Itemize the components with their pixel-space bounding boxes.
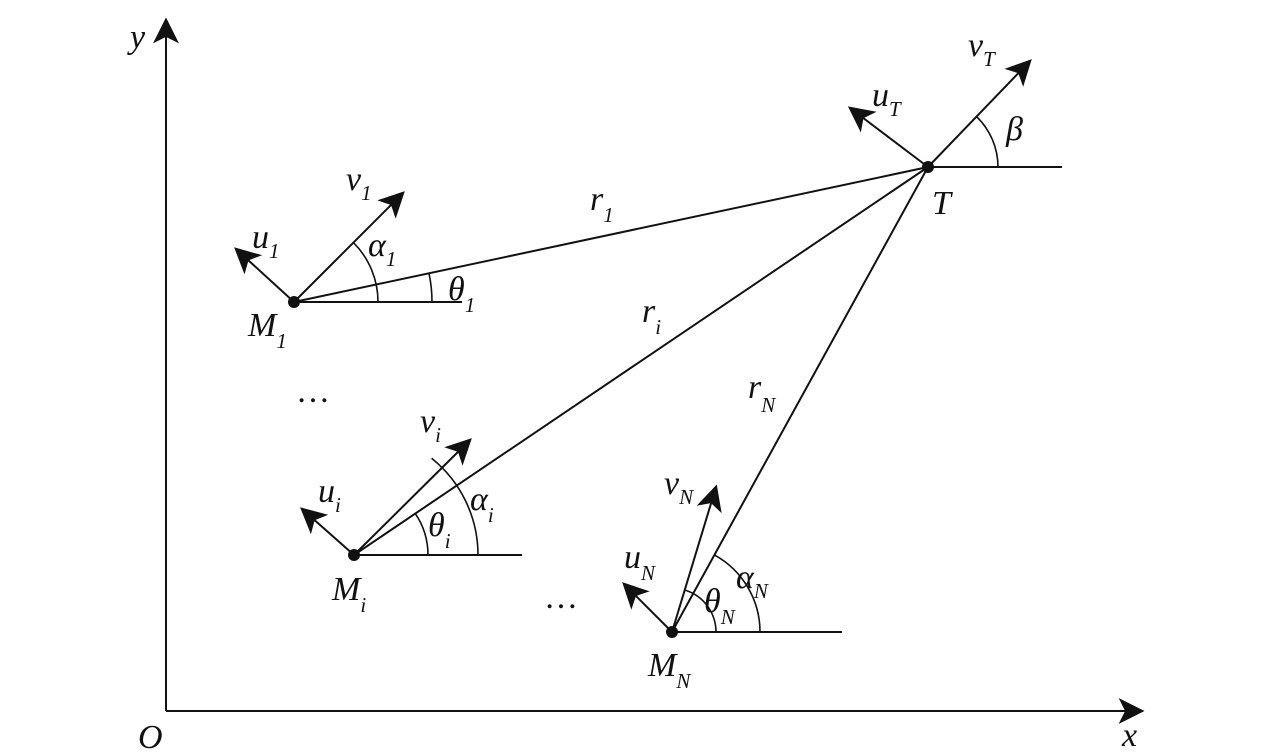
m1-theta-label: θ1 [448, 271, 475, 317]
mn-normal-label: uN [624, 539, 656, 585]
m1-theta-arc [428, 273, 433, 303]
mn-theta-arc [685, 589, 717, 633]
mi-velocity-label: vi [420, 403, 441, 447]
ri-label: ri [642, 293, 661, 339]
los-line-m1 [293, 166, 929, 303]
mn-alpha-arc [714, 554, 761, 633]
target-label: T [932, 185, 953, 222]
missile-mi: Mi vi ui αi θi ri [300, 293, 661, 617]
target-point [922, 161, 934, 173]
coordinate-axes: x y O [127, 17, 1145, 755]
target-velocity-label: vT [968, 27, 996, 71]
mn-theta-label: θN [704, 583, 736, 629]
mi-theta-arc [414, 513, 429, 556]
target-normal-label: uT [872, 77, 902, 121]
x-axis-label: x [1121, 717, 1137, 754]
y-axis-label: y [127, 19, 146, 56]
missile-mn: MN vN uN αN θN rN [622, 369, 842, 693]
ellipsis-lower: … [544, 579, 578, 616]
m1-point [288, 296, 300, 308]
mi-point [348, 549, 360, 561]
line-of-sight-lines [293, 166, 929, 633]
target-normal-vector [847, 106, 929, 168]
mi-label: Mi [331, 571, 366, 617]
m1-alpha-label: α1 [368, 227, 396, 271]
target-velocity-vector [927, 59, 1032, 168]
mi-velocity-vector [353, 438, 472, 556]
mi-normal-label: ui [318, 473, 341, 517]
r1-label: r1 [590, 181, 614, 227]
mn-velocity-label: vN [664, 465, 694, 509]
beta-angle-label: β [1005, 111, 1023, 148]
m1-alpha-arc [352, 242, 379, 303]
los-line-mi [353, 166, 929, 556]
mn-normal-vector [622, 582, 673, 633]
ellipsis-upper: … [296, 373, 330, 410]
m1-label: M1 [247, 307, 287, 353]
mn-velocity-vector [671, 484, 722, 633]
m1-velocity-vector [293, 191, 405, 303]
mi-normal-vector [300, 507, 355, 556]
beta-angle-arc [975, 116, 999, 168]
mi-alpha-label: αi [470, 481, 494, 527]
m1-normal-label: u1 [252, 219, 280, 263]
origin-label: O [138, 719, 163, 755]
m1-normal-vector [234, 247, 295, 303]
mi-alpha-arc [431, 457, 479, 556]
mi-theta-label: θi [428, 507, 451, 553]
mn-label: MN [647, 647, 691, 693]
m1-velocity-label: v1 [346, 161, 372, 205]
mn-point [666, 626, 678, 638]
rn-label: rN [748, 369, 776, 417]
los-line-mn [671, 166, 929, 633]
mn-alpha-label: αN [736, 559, 769, 603]
missile-m1: M1 v1 u1 α1 θ1 r1 [234, 161, 614, 353]
target-t: T vT uT β [847, 27, 1062, 222]
